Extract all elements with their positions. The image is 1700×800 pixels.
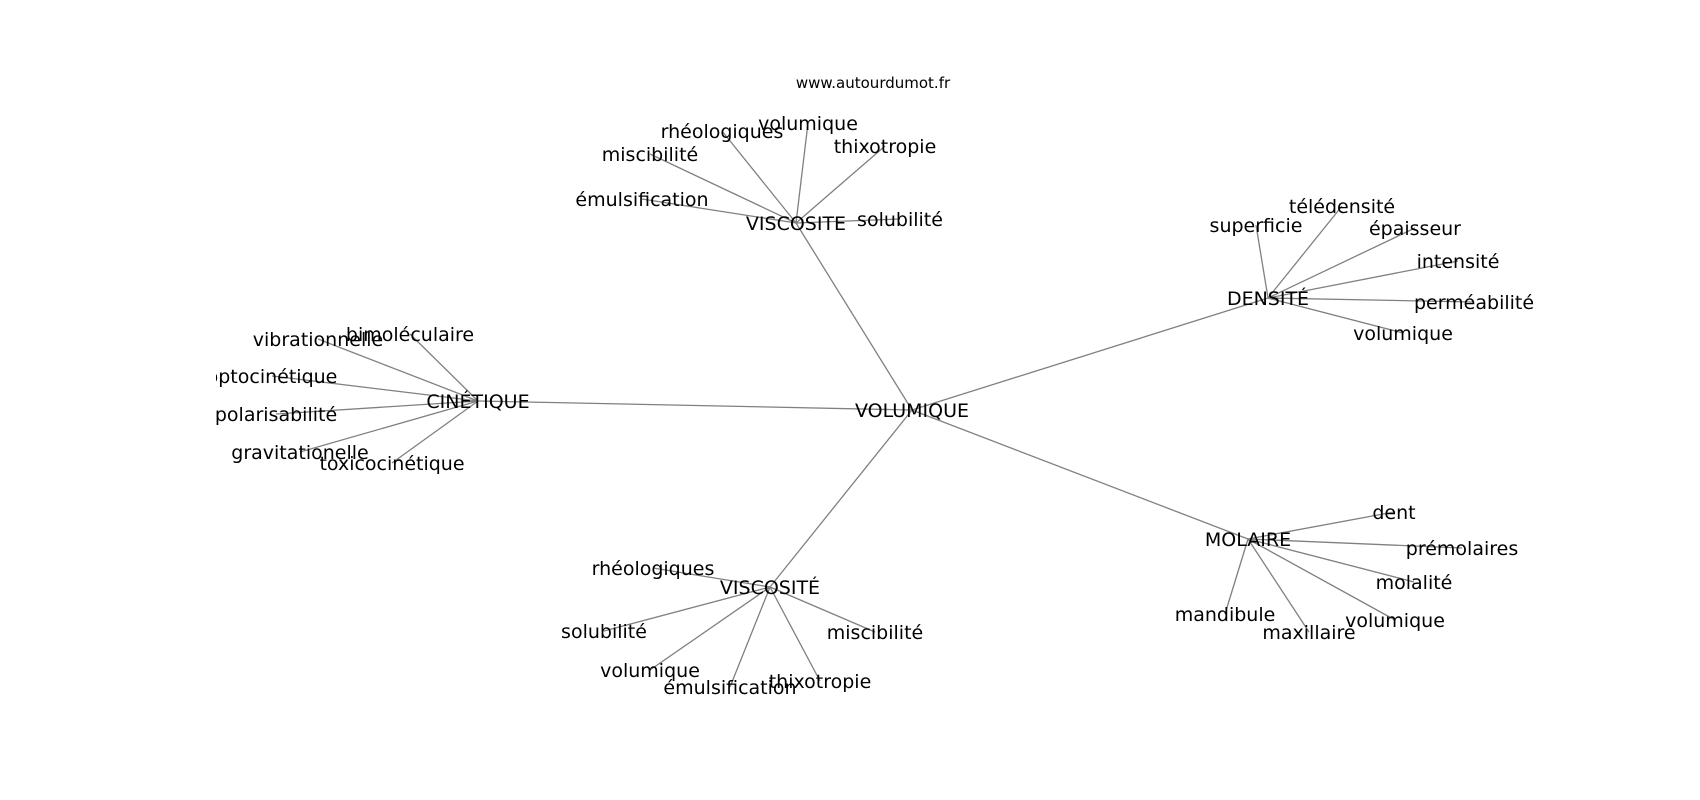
leaf-node-label: volumique <box>1353 323 1453 345</box>
edge-cluster-0-leaf-2 <box>721 130 797 224</box>
edge-cluster-3-leaf-1 <box>1247 538 1463 549</box>
leaf-node-label: intensité <box>1417 251 1500 273</box>
edge-root-cluster-3 <box>911 409 1249 540</box>
leaf-node-label: polarisabilité <box>215 404 337 426</box>
edge-cluster-0-leaf-3 <box>795 122 809 224</box>
graph-edges <box>271 122 1475 688</box>
edge-root-cluster-0 <box>795 222 913 411</box>
edge-cluster-3-leaf-4 <box>1247 538 1310 633</box>
leaf-node-label: maxillaire <box>1262 622 1355 644</box>
edge-cluster-0-leaf-0 <box>641 198 797 224</box>
edge-cluster-1-leaf-0 <box>1255 224 1269 299</box>
leaf-node-label: volumique <box>600 660 700 682</box>
leaf-node-label: solubilité <box>561 621 647 643</box>
cluster-node-label: MOLAIRE <box>1205 529 1291 551</box>
leaf-node-label: vibrationnelle <box>253 329 383 351</box>
edge-cluster-1-leaf-1 <box>1267 205 1343 299</box>
edge-cluster-0-leaf-5 <box>795 218 901 224</box>
edge-cluster-2-leaf-2 <box>271 375 479 402</box>
leaf-node-label: mandibule <box>1175 604 1276 626</box>
edge-cluster-3-leaf-5 <box>1224 538 1249 615</box>
edge-cluster-2-leaf-4 <box>299 400 479 453</box>
edge-cluster-2-leaf-1 <box>409 333 479 402</box>
leaf-node-label: dent <box>1372 502 1415 524</box>
edge-cluster-4-leaf-0 <box>652 567 771 588</box>
leaf-node-label: émulsification <box>575 189 708 211</box>
leaf-node-label: miscibilité <box>602 144 698 166</box>
leaf-node-label: optocinétique <box>207 366 338 388</box>
leaf-node-label: gravitationelle <box>231 442 368 464</box>
leaf-node-label: rhéologiques <box>592 558 715 580</box>
edge-cluster-0-leaf-4 <box>795 145 886 224</box>
leaf-node-label: perméabilité <box>1414 292 1534 314</box>
edge-cluster-2-leaf-0 <box>317 338 479 402</box>
cluster-node-label: VISCOSITÉ <box>720 576 820 599</box>
leaf-node-label: solubilité <box>857 209 943 231</box>
leaf-node-label: rhéologiques <box>661 121 784 143</box>
cluster-node-label: DENSITÉ <box>1227 287 1309 310</box>
edge-cluster-4-leaf-2 <box>649 586 771 671</box>
edge-root-cluster-4 <box>769 409 913 588</box>
edge-cluster-3-leaf-0 <box>1247 511 1395 540</box>
leaf-node-label: prémolaires <box>1406 538 1518 560</box>
edge-cluster-1-leaf-5 <box>1267 297 1404 334</box>
edge-cluster-0-leaf-1 <box>649 153 797 224</box>
leaf-node-label: miscibilité <box>827 622 923 644</box>
root-node-label: VOLUMIQUE <box>855 400 969 422</box>
edge-cluster-4-leaf-5 <box>769 586 876 633</box>
edge-cluster-3-leaf-2 <box>1247 538 1415 583</box>
edge-cluster-4-leaf-1 <box>603 586 771 632</box>
graph-labels: VOLUMIQUE VISCOSITE émulsification miscibil… <box>207 113 1534 699</box>
edge-cluster-2-leaf-5 <box>391 400 479 464</box>
edge-cluster-1-leaf-4 <box>1267 297 1475 303</box>
edge-cluster-2-leaf-3 <box>275 400 479 415</box>
edge-cluster-4-leaf-3 <box>729 586 771 688</box>
leaf-node-label: thixotropie <box>769 671 872 693</box>
edge-cluster-4-leaf-4 <box>769 586 821 682</box>
cluster-node-label: VISCOSITE <box>746 213 846 235</box>
leaf-node-label: bimoléculaire <box>346 324 474 346</box>
leaf-node-label: émulsification <box>663 677 796 699</box>
edge-cluster-1-leaf-2 <box>1267 227 1416 299</box>
edge-root-cluster-2 <box>477 400 913 411</box>
edge-cluster-3-leaf-3 <box>1247 538 1396 621</box>
edge-cluster-1-leaf-3 <box>1267 260 1459 299</box>
leaf-node-label: toxicocinétique <box>319 453 464 475</box>
leaf-node-label: molalité <box>1376 572 1453 594</box>
leaf-node-label: épaisseur <box>1369 218 1461 240</box>
cluster-node-label: CINÉTIQUE <box>426 390 529 413</box>
leaf-node-label: volumique <box>758 113 858 135</box>
leaf-node-label: volumique <box>1345 610 1445 632</box>
source-url: www.autourdumot.fr <box>796 74 951 92</box>
edge-root-cluster-1 <box>911 297 1269 411</box>
leaf-node-label: télédensité <box>1289 196 1395 218</box>
leaf-node-label: thixotropie <box>834 136 937 158</box>
leaf-node-label: superficie <box>1210 215 1303 237</box>
